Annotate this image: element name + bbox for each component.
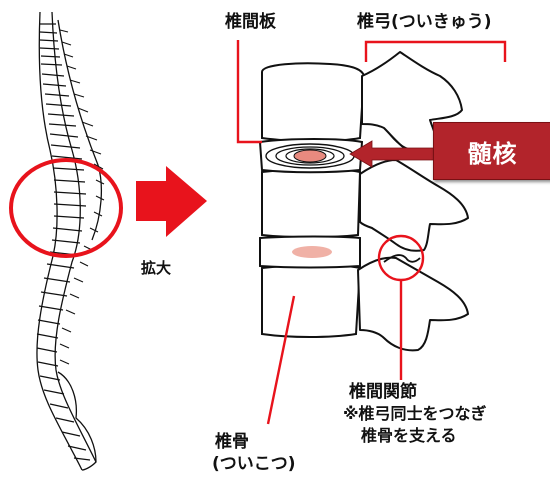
vertebra-reading-label: (ついこつ) [212, 454, 296, 474]
vertebrae-closeup [262, 63, 364, 337]
spine-illustration [37, 12, 104, 470]
facet-joint-note-line1: ※椎弓同士をつなぎ [343, 404, 487, 424]
intervertebral-disc-label: 椎間板 [225, 12, 276, 32]
facet-joint-label: 椎間関節 [349, 382, 417, 402]
magnify-label: 拡大 [141, 258, 171, 278]
vertebral-arch-label: 椎弓(ついきゅう) [357, 12, 492, 32]
magnify-arrow-icon [136, 166, 207, 237]
nucleus-callout: 髄核 [433, 122, 550, 180]
intervertebral-disc-top [260, 139, 362, 172]
intervertebral-disc-bottom [260, 237, 360, 268]
nucleus-label: 髄核 [434, 123, 550, 179]
vertebral-arches [358, 52, 468, 350]
facet-joint-note-line2: 椎骨を支える [361, 426, 457, 446]
vertebra-label: 椎骨 [215, 432, 249, 452]
nucleus-core-lower [292, 246, 332, 258]
nucleus-core [294, 150, 326, 162]
